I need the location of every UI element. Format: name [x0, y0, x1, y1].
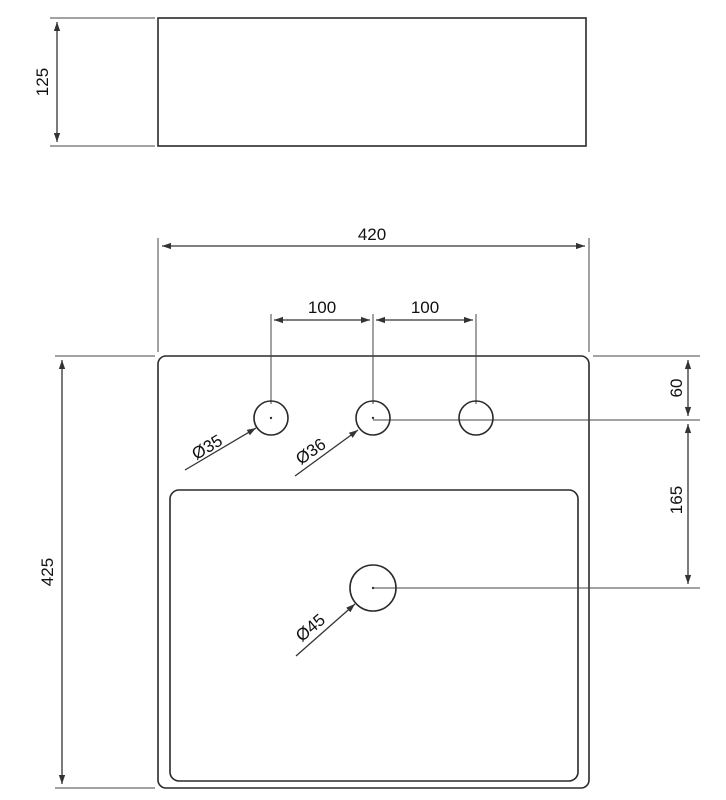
center-hole-diameter-label: Ø36: [292, 434, 329, 468]
drain-hole: [349, 564, 397, 612]
drain-diameter-label: Ø45: [292, 610, 329, 645]
bowl-outline: [169, 489, 579, 782]
tap-hole-right: [458, 400, 494, 436]
hole-offset-label: 60: [667, 379, 686, 398]
tap-hole-center: [355, 400, 391, 436]
drain-leader: [295, 603, 356, 657]
width-dimension-label: 420: [358, 225, 386, 244]
basin-outline: [157, 355, 590, 789]
side-view-outline: [157, 17, 587, 147]
top-view: 420 100 100 425 60 165 Ø35 Ø36: [38, 225, 700, 789]
left-hole-diameter-label: Ø35: [188, 431, 225, 464]
left-hole-leader: [184, 427, 257, 471]
height-dimension-label: 125: [33, 68, 52, 96]
side-view: 125: [33, 17, 587, 147]
tap-hole-left: [253, 400, 289, 436]
center-hole-leader: [294, 429, 359, 477]
depth-dimension-label: 425: [38, 558, 57, 586]
hole-spacing-right-label: 100: [411, 298, 439, 317]
hole-spacing-left-label: 100: [308, 298, 336, 317]
drain-offset-label: 165: [667, 486, 686, 514]
